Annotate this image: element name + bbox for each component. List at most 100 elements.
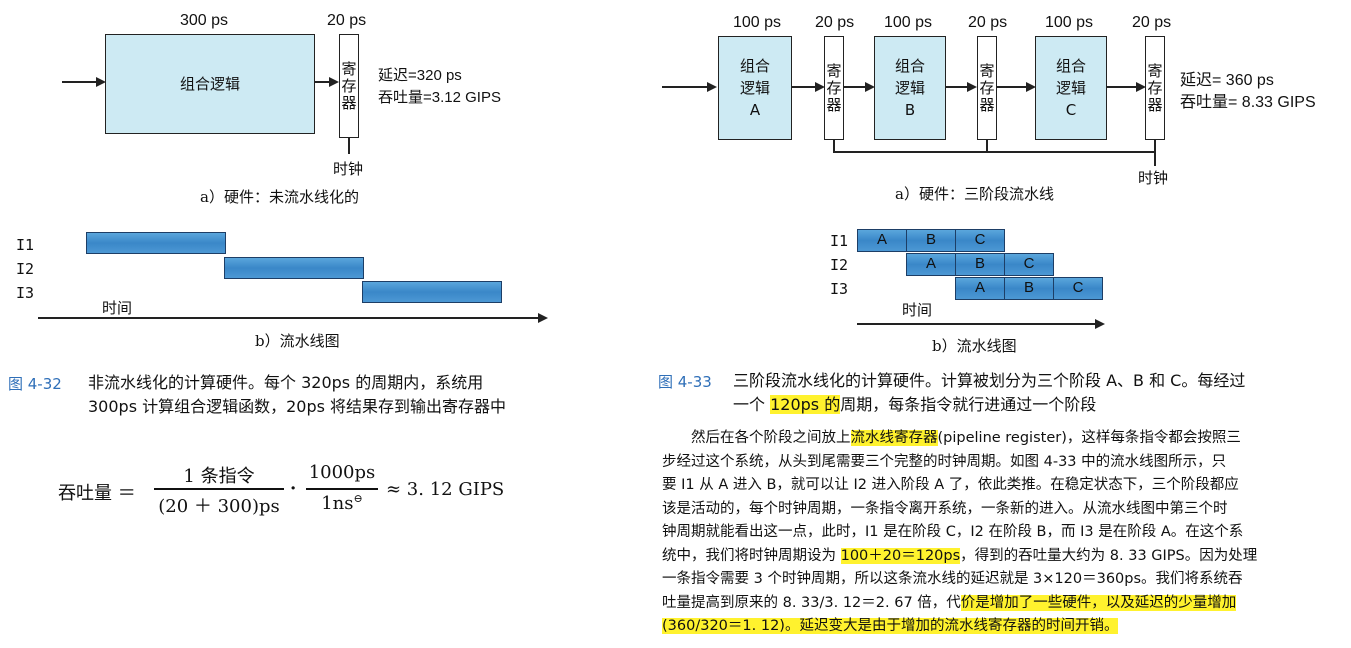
left-fig-a-caption: a）硬件：未流水线化的 [200,188,359,206]
left-combinational-logic-box: 组合逻辑 [105,34,315,134]
right-register-3: 寄 存 器 [1145,36,1165,140]
right-a-to-reg1-line [792,86,818,88]
right-comb-logic-a: 组合 逻辑 A [718,36,792,140]
formula-dot: · [290,478,297,499]
formula-frac1-bar [154,488,284,490]
para-line-6: 统中，我们将时钟周期设为 100＋20＝120ps，得到的吞吐量大约为 8. 3… [662,545,1342,569]
body-paragraph: 然后在各个阶段之间放上流水线寄存器(pipeline register)，这样每… [662,427,1342,639]
left-clock-label: 时钟 [333,160,364,178]
pipeline-cell-i2-c: C [1004,253,1054,276]
right-figure-caption-line1: 三阶段流水线化的计算硬件。计算被划分为三个阶段 A、B 和 C。每经过 [733,371,1246,390]
para-line-3: 要 I1 从 A 进入 B，就可以让 I2 进入阶段 A 了，依此类推。在稳定状… [662,477,1239,493]
right-fig-a-caption: a）硬件：三阶段流水线 [895,185,1054,203]
pipeline-cell-i1-a: A [857,229,907,252]
left-comb-to-reg-head [329,77,339,87]
left-label-20ps: 20 ps [327,12,367,29]
right-clock-label: 时钟 [1138,169,1169,187]
right-reg1-to-b-head [865,82,875,92]
right-fig-b-caption: b）流水线图 [932,337,1017,355]
right-label-20ps-c: 20 ps [1132,14,1172,31]
left-latency: 延迟=320 ps [378,67,462,84]
right-time-label: 时间 [902,301,933,319]
right-row-label-i1: I1 [830,232,849,250]
right-label-20ps-a: 20 ps [815,14,855,31]
right-label-100ps-b: 100 ps [884,14,933,31]
left-register-label: 寄 存 器 [341,59,357,112]
right-comb-c-label: 组合 逻辑 C [1055,57,1086,119]
left-figure-caption-line1: 非流水线化的计算硬件。每个 320ps 的周期内，系统用 [88,373,484,392]
caption-line2-highlight: 120ps 的 [770,395,841,414]
right-latency: 延迟= 360 ps [1180,72,1274,89]
formula-fraction-1: 1 条指令 (20 ＋ 300)ps [154,462,284,517]
right-b-to-reg2-head [967,82,977,92]
throughput-formula: 吞吐量 ＝ 1 条指令 (20 ＋ 300)ps · 1000ps 1ns⊖ ≈… [58,462,528,522]
para-l6-highlight: 100＋20＝120ps [840,547,961,564]
right-clock-drop-2 [986,140,988,152]
right-time-axis [857,323,1097,325]
formula-rhs: ≈ 3. 12 GIPS [386,479,505,500]
formula-frac2-bar [306,488,378,490]
left-figure-caption-line2: 300ps 计算组合逻辑函数，20ps 将结果存到输出寄存器中 [88,397,507,416]
pipeline-cell-i2-b: B [955,253,1005,276]
right-comb-logic-c: 组合 逻辑 C [1035,36,1107,140]
right-label-100ps-c: 100 ps [1045,14,1094,31]
left-bar-i3 [362,281,502,303]
para-line-9: (360/320＝1. 12)。延迟变大是由于增加的流水线寄存器的时间开销。 [662,615,1342,639]
right-b-to-reg2-line [946,86,970,88]
para-line-4: 该是活动的，每个时钟周期，一条指令离开系统，一条新的进入。从流水线图中第三个时 [662,500,1228,517]
left-label-300ps: 300 ps [180,12,229,29]
right-comb-b-label: 组合 逻辑 B [894,57,925,119]
caption-line2-pre: 一个 [733,395,771,414]
right-a-to-reg1-head [815,82,825,92]
para-l8-highlight: 价是增加了一些硬件，以及延迟的少量增加 [960,594,1237,611]
left-time-label: 时间 [102,299,133,317]
right-register-1-label: 寄 存 器 [826,61,842,114]
formula-footnote-mark: ⊖ [353,491,363,505]
para-line-1: 然后在各个阶段之间放上流水线寄存器(pipeline register)，这样每… [662,427,1342,451]
right-throughput: 吞吐量= 8.33 GIPS [1180,94,1316,111]
right-c-to-reg3-line [1107,86,1139,88]
formula-fraction-2: 1000ps 1ns⊖ [306,462,378,516]
formula-frac1-numerator: 1 条指令 [183,466,255,487]
para-l6-b: ，得到的吞吐量大约为 8. 33 GIPS。因为处理 [960,547,1258,564]
para-line-7: 一条指令需要 3 个时钟周期，所以这条流水线的延迟就是 3×120＝360ps。… [662,571,1243,587]
left-clock-line [348,138,350,154]
para-line-2: 步经过这个系统，从头到尾需要三个完整的时钟周期。如图 4-33 中的流水线图所示… [662,453,1227,470]
right-input-line [662,86,710,88]
right-clock-bus [833,151,1156,153]
formula-frac2-denominator-wrap: 1ns⊖ [306,490,378,516]
left-row-label-i3: I3 [16,284,35,302]
formula-frac2-numerator: 1000ps [308,462,376,483]
para-l1-a: 然后在各个阶段之间放上 [691,430,851,446]
left-input-arrow-line [62,81,100,83]
right-clock-drop-1 [833,140,835,152]
caption-line2-post: 周期，每条指令就行进通过一个阶段 [840,395,1097,414]
right-register-1: 寄 存 器 [824,36,844,140]
left-figure-number: 图 4-32 [8,375,62,393]
right-clock-drop-3 [1154,140,1156,166]
right-comb-a-label: 组合 逻辑 A [739,57,770,119]
pipeline-cell-i1-b: B [906,229,956,252]
left-comb-label: 组合逻辑 [179,75,240,93]
right-register-3-label: 寄 存 器 [1147,61,1163,114]
para-l9-highlight: (360/320＝1. 12)。延迟变大是由于增加的流水线寄存器的时间开销。 [662,618,1119,634]
right-comb-logic-b: 组合 逻辑 B [874,36,946,140]
formula-lhs: 吞吐量 ＝ [58,483,136,504]
right-figure-number: 图 4-33 [658,373,712,391]
pipeline-cell-i3-a: A [955,277,1005,300]
right-row-label-i3: I3 [830,280,849,298]
left-register: 寄 存 器 [339,34,359,138]
left-row-label-i1: I1 [16,236,35,254]
right-figure-caption-line2: 一个 120ps 的周期，每条指令就行进通过一个阶段 [733,392,1096,417]
left-row-label-i2: I2 [16,260,35,278]
left-fig-b-caption: b）流水线图 [255,332,340,350]
left-input-arrow-head [96,77,106,87]
pipeline-cell-i3-c: C [1053,277,1103,300]
left-bar-i1 [86,232,226,254]
right-register-2: 寄 存 器 [977,36,997,140]
right-row-label-i2: I2 [830,256,849,274]
para-l6-a: 统中，我们将时钟周期设为 [662,547,841,564]
pipeline-cell-i2-a: A [906,253,956,276]
right-time-axis-head [1095,319,1105,329]
para-l8-a: 吐量提高到原来的 8. 33/3. 12＝2. 67 倍，代 [662,594,961,611]
